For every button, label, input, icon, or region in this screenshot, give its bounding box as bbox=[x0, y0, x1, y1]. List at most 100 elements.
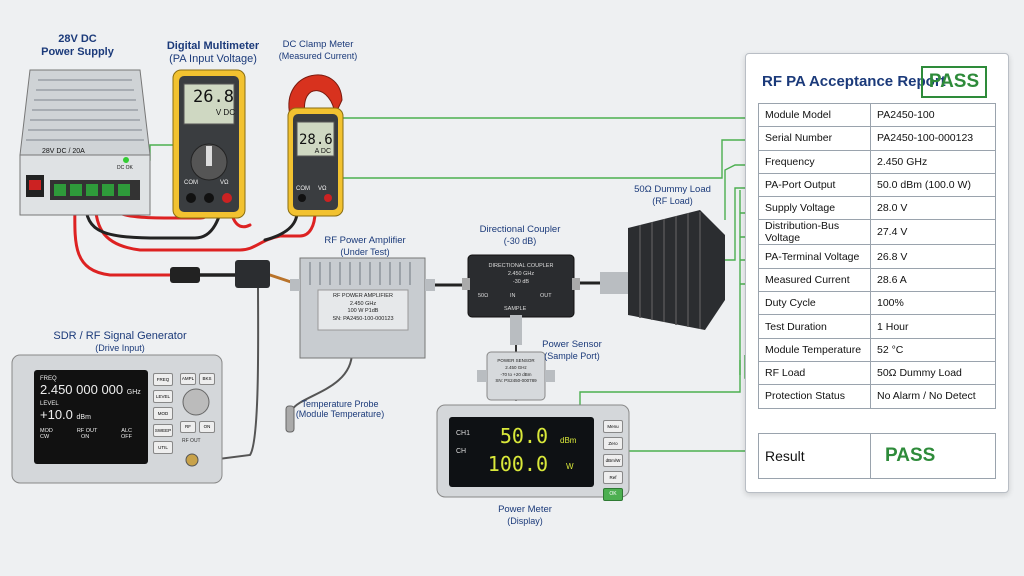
clamp-caption: DC Clamp Meter(Measured Current) bbox=[268, 39, 368, 61]
pm-button-dbm-w[interactable]: dBm/W bbox=[603, 454, 623, 467]
dummy-load-sub: (RF Load) bbox=[652, 195, 693, 206]
probe-sub: (Module Temperature) bbox=[295, 409, 385, 420]
link-power-meter bbox=[579, 360, 741, 410]
siggen-button-bks[interactable]: BKS bbox=[199, 373, 215, 385]
siggen-mod-value: CW bbox=[40, 434, 50, 440]
directional-coupler bbox=[462, 254, 580, 345]
report-row-value: PA2450-100-000123 bbox=[870, 126, 996, 151]
report-row-value: 28.6 A bbox=[870, 267, 996, 293]
coupler-port-sample: SAMPLE bbox=[504, 306, 527, 312]
report-row-value: 50Ω Dummy Load bbox=[870, 360, 996, 386]
siggen-level-row: +10.0 dBm bbox=[40, 407, 144, 422]
report-row-label: RF Load bbox=[758, 360, 871, 386]
clamp-reading: 28.6 bbox=[299, 132, 333, 148]
report-row-value: 50.0 dBm (100.0 W) bbox=[870, 172, 996, 198]
siggen-sub: (Drive Input) bbox=[95, 342, 145, 353]
pass-badge: PASS bbox=[921, 66, 987, 98]
coupler-title: Directional Coupler bbox=[479, 224, 561, 235]
siggen-alc-label: ALC bbox=[121, 428, 132, 434]
clamp-title: DC Clamp Meter bbox=[282, 39, 354, 50]
siggen-button-ampl[interactable]: AMPL bbox=[180, 373, 196, 385]
coupler-plate-line1: DIRECTIONAL COUPLER bbox=[488, 263, 554, 269]
siggen-freq-unit: GHz bbox=[126, 389, 141, 396]
power-sensor bbox=[477, 351, 555, 401]
report-row-label: Supply Voltage bbox=[758, 196, 871, 221]
report-row-value: 52 °C bbox=[870, 337, 996, 362]
dmm-reading: 26.8 bbox=[193, 87, 234, 107]
sensor-plate-line3: -70 to +20 dBm bbox=[500, 371, 532, 377]
sensor-title: Power Sensor bbox=[542, 339, 602, 350]
digital-multimeter bbox=[172, 69, 246, 219]
sensor-plate-line1: POWER SENSOR bbox=[497, 358, 535, 363]
report-row-value: 26.8 V bbox=[870, 244, 996, 269]
pm-button-ref[interactable]: Ref bbox=[603, 471, 623, 484]
report-row-label: Measured Current bbox=[758, 267, 871, 293]
pm-button-ok[interactable]: OK bbox=[603, 488, 623, 501]
pm-button-zero[interactable]: Zero bbox=[603, 437, 623, 450]
siggen-button-mod[interactable]: MOD bbox=[153, 407, 173, 420]
report-row-value: 28.0 V bbox=[870, 196, 996, 221]
report-row-value: PA2450-100 bbox=[870, 102, 996, 128]
pm-button-menu[interactable]: Menu bbox=[603, 420, 623, 433]
multimeter-title: Digital Multimeter bbox=[166, 40, 260, 52]
dummy-load-caption: 50Ω Dummy Load(RF Load) bbox=[625, 184, 720, 206]
amplifier-title: RF Power Amplifier bbox=[324, 235, 406, 246]
coupler-plate-line2: 2.450 GHz bbox=[507, 270, 535, 277]
siggen-button-on[interactable]: ON bbox=[199, 421, 215, 433]
report-row-value: 100% bbox=[870, 291, 996, 316]
report-row-label: Frequency bbox=[758, 149, 871, 174]
siggen-alc-value: OFF bbox=[120, 434, 132, 440]
dummy-load bbox=[600, 210, 725, 330]
pm-ch1-label: CH1 bbox=[456, 430, 471, 437]
siggen-level-unit: dBm bbox=[76, 414, 91, 421]
dc-clamp-meter bbox=[287, 74, 344, 217]
coupler-port-50: 50Ω bbox=[478, 293, 489, 299]
siggen-rfout-label: RF OUT bbox=[76, 428, 98, 434]
siggen-button-rf[interactable]: RF bbox=[180, 421, 196, 433]
multimeter-caption: Digital Multimeter(PA Input Voltage) bbox=[158, 40, 268, 65]
siggen-buttons: FREQ LEVEL MOD SWEEP UTIL bbox=[153, 373, 173, 454]
siggen-button-freq[interactable]: FREQ bbox=[153, 373, 173, 386]
clamp-sub: (Measured Current) bbox=[278, 50, 358, 61]
dmm-com-label: COM bbox=[184, 180, 198, 186]
result-value: PASS bbox=[885, 445, 936, 466]
report-row-value: 1 Hour bbox=[870, 314, 996, 339]
sensor-plate-line2: 2.450 GHz bbox=[505, 364, 527, 370]
power-supply-sub: Power Supply bbox=[41, 45, 114, 58]
pm-ch1-value: 50.0 bbox=[499, 424, 548, 448]
power-meter-sub: (Display) bbox=[507, 515, 543, 526]
psu-plate: 28V DC / 20A bbox=[42, 148, 85, 155]
amp-plate-line2: 2.450 GHz bbox=[349, 300, 377, 307]
sensor-plate: POWER SENSOR 2.450 GHz -70 to +20 dBm SN… bbox=[488, 358, 544, 385]
siggen-button-sweep[interactable]: SWEEP bbox=[153, 424, 173, 437]
clamp-vohm-label: VΩ bbox=[318, 186, 327, 192]
amp-plate-line1: RF POWER AMPLIFIER bbox=[333, 293, 393, 299]
siggen-button-util[interactable]: UTIL bbox=[153, 441, 173, 454]
siggen-level-label: LEVEL bbox=[40, 401, 59, 407]
power-supply-title: 28V DC bbox=[58, 33, 97, 45]
report-row-label: Distribution-Bus Voltage bbox=[758, 219, 871, 246]
dmm-unit: V DC bbox=[215, 108, 235, 117]
report-row-label: Module Temperature bbox=[758, 337, 871, 362]
siggen-status-labels: MOD RF OUT ALC bbox=[40, 428, 132, 434]
pm-ch1-unit: dBm bbox=[560, 436, 577, 445]
rf-power-amplifier bbox=[290, 257, 435, 359]
report-row-value: 2.450 GHz bbox=[870, 149, 996, 174]
coupler-port-in: IN bbox=[510, 293, 516, 299]
coupler-port-out: OUT bbox=[540, 293, 552, 299]
clamp-unit: A DC bbox=[314, 148, 331, 155]
coupler-plate-line3: -30 dB bbox=[512, 278, 530, 285]
dummy-load-title: 50Ω Dummy Load bbox=[634, 184, 711, 195]
siggen-button-level[interactable]: LEVEL bbox=[153, 390, 173, 403]
sensor-caption: Power Sensor(Sample Port) bbox=[532, 339, 612, 361]
sensor-plate-line4: SN: PS2450-000789 bbox=[495, 378, 537, 384]
